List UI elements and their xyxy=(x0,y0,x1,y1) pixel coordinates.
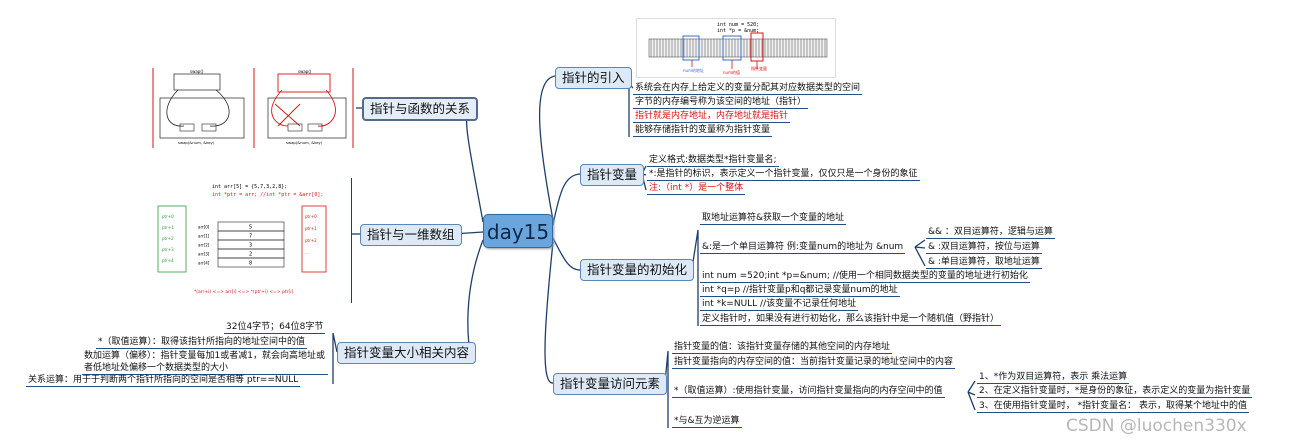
array-code2: int *ptr = arr; //int *ptr = &arr[0]; xyxy=(212,192,323,198)
branch-var xyxy=(552,173,581,226)
var-item-1: 定义格式:数据类型*指针变量名; xyxy=(647,155,779,167)
array-left-label: ptr+2 xyxy=(162,236,174,241)
intro-item-3: 指针就是内存地址，内存地址就是指针 xyxy=(633,111,791,123)
init-item-3: int num =520;int *p=&num; //使用一个相同数据类型的变… xyxy=(700,271,1030,283)
array-right-label: ptr+0 xyxy=(305,214,317,219)
array-element-name: arr[0] xyxy=(198,225,210,230)
topic-pointer-access[interactable]: 指针变量访问元素 xyxy=(553,373,668,395)
array-code1: int arr[5] = {5,7,3,2,8}; xyxy=(212,184,287,190)
array-element-name: arr[1] xyxy=(198,234,210,239)
array-right-label: ... xyxy=(305,250,309,255)
topic-pointer-array[interactable]: 指针与一维数组 xyxy=(360,224,462,246)
access-item-4: *与&互为逆运算 xyxy=(672,416,742,428)
center-topic[interactable]: day15 xyxy=(483,214,553,248)
array-cell-value: 7 xyxy=(249,234,252,240)
swap-title-2: swap() xyxy=(298,69,312,74)
topic-pointer-size[interactable]: 指针变量大小相关内容 xyxy=(337,342,477,364)
array-right-label: ptr+1 xyxy=(305,226,317,231)
size-item-2: *（取值运算）：取得该指针所指向的地址空间中的值 xyxy=(96,337,308,349)
access-sub-2: 2、在定义指针变量时，*是身份的象征，表示定义的变量为指针变量 xyxy=(977,386,1253,398)
init-sub-1: && ：双目运算符，逻辑与运算 xyxy=(926,227,1055,239)
swap-function-figure: swap() swap(&num, &key) swap() swap(&num… xyxy=(150,68,356,148)
size-item-3: 数加运算（偏移）：指针变量每加1或者减1，就会向高地址或者低地址处偏移一个数据类… xyxy=(82,350,328,375)
var-item-2: *:是指针的标识，表示定义一个指针变量，仅仅只是一个身份的象征 xyxy=(647,169,920,181)
access-sub-1: 1、*作为双目运算符，表示 乘法运算 xyxy=(977,372,1130,384)
intro-code2: int *p = &num; xyxy=(717,28,759,34)
init-item-5: int *k=NULL //该变量不记录任何地址 xyxy=(700,299,859,311)
intro-label1: num的地址 xyxy=(683,67,704,73)
branch-access xyxy=(544,241,554,384)
init-item-1: 取地址运算符&获取一个变量的地址 xyxy=(700,213,847,225)
intro-item-4: 能够存储指针的变量称为指针变量 xyxy=(633,125,773,137)
size-item-1: 32位4字节；64位8字节 xyxy=(224,322,326,334)
array-right-label: ptr+2 xyxy=(305,238,317,243)
topic-pointer-init[interactable]: 指针变量的初始化 xyxy=(580,259,695,281)
array-left-label: ptr+3 xyxy=(162,247,174,252)
size-item-3-text: 数加运算（偏移）：指针变量每加1或者减1，就会向高地址或者低地址处偏移一个数据类… xyxy=(84,351,325,373)
swap-caption-1: swap(&num, &key) xyxy=(178,140,215,145)
array-left-label: ptr+1 xyxy=(162,225,174,230)
init-item-6: 定义指针时，如果没有进行初始化，那么该指针中是一个随机值（野指针） xyxy=(700,314,1002,326)
array-cell-value: 8 xyxy=(249,261,252,267)
init-sub-2: & :双目运算符，按位与运算 xyxy=(926,242,1042,254)
array-pointer-figure: int arr[5] = {5,7,3,2,8}; int *ptr = arr… xyxy=(144,178,352,303)
memory-diagram-figure: int num = 520; int *p = &num; num的地址 num… xyxy=(636,18,836,78)
intro-code1: int num = 520; xyxy=(717,22,759,28)
array-left-label: ptr+0 xyxy=(162,214,174,219)
branch-size xyxy=(467,239,484,353)
array-cell-value: 3 xyxy=(249,243,252,249)
csdn-watermark: CSDN @luochen330x xyxy=(1066,416,1247,436)
intro-label2: num的值 xyxy=(723,69,740,75)
access-sub-3: 3、在使用指针变量时， *指针变量名： 表示，取得某个地址中的值 xyxy=(977,401,1249,413)
array-element-name: arr[3] xyxy=(198,252,210,257)
init-item-2: &:是一个单目运算符 例:变量num的地址为 &num xyxy=(700,242,906,254)
branch-func xyxy=(465,107,484,223)
array-left-label: ptr+4 xyxy=(162,258,174,263)
intro-label3: 指针变量 xyxy=(751,65,767,71)
array-element-name: arr[4] xyxy=(198,261,210,266)
intro-item-2: 字节的内存编号称为该空间的地址（指针） xyxy=(633,97,809,109)
topic-pointer-function[interactable]: 指针与函数的关系 xyxy=(362,97,479,121)
access-item-2: 指针变量指向的内存空间的值：当前指针变量记录的地址空间中的内容 xyxy=(672,357,956,369)
init-item-4: int *q=p //指针变量p和q都记录变量num的地址 xyxy=(700,285,900,297)
intro-item-1: 系统会在内存上给定义的变量分配其对应数据类型的空间 xyxy=(633,83,863,95)
branch-intro xyxy=(538,75,556,221)
array-cell-value: 5 xyxy=(249,225,252,231)
array-cell xyxy=(217,257,285,268)
var-item-3: 注:（int *）是一个整体 xyxy=(647,183,746,195)
array-element-name: arr[2] xyxy=(198,243,210,248)
access-item-1: 指针变量的值：该指针变量存储的其他空间的内存地址 xyxy=(672,342,893,354)
access-item-3: *（取值运算）:使用指针变量，访问指针变量指向的内存空间中的值 xyxy=(672,386,945,398)
swap-caption-2: swap(&num, &key) xyxy=(286,140,323,145)
array-cell-value: 2 xyxy=(249,252,252,258)
init-sub-3: & :单目运算符，取地址运算 xyxy=(926,257,1042,269)
size-item-4: 关系运算：用于于判断两个指针所指向的空间是否相等 ptr==NULL xyxy=(26,375,301,387)
topic-pointer-variable[interactable]: 指针变量 xyxy=(580,164,645,186)
topic-pointer-intro[interactable]: 指针的引入 xyxy=(555,67,632,89)
swap-title-1: swap() xyxy=(190,69,204,74)
array-bottom-formula: *(arr+i) <=> arr[i] <=> *(ptr+i) <=> ptr… xyxy=(194,289,294,295)
branch-init xyxy=(552,237,581,271)
